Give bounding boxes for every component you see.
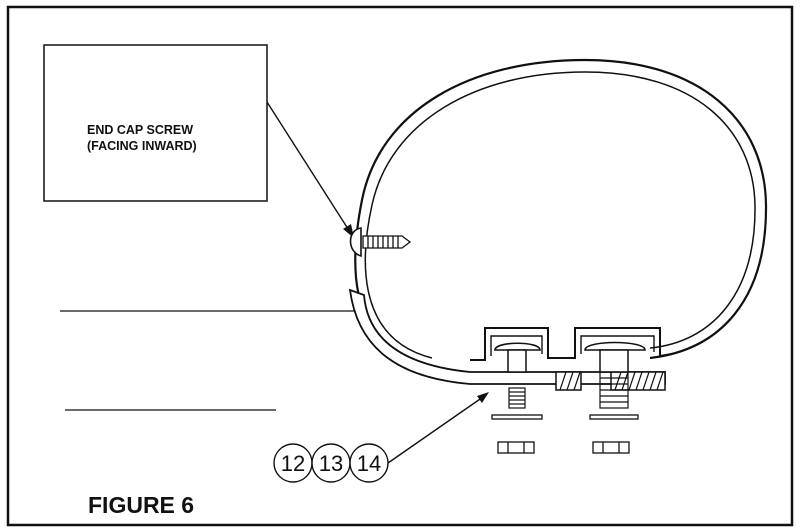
part-number-13: 13 <box>319 451 343 476</box>
screw-leader-line <box>266 101 351 233</box>
part-number-14: 14 <box>357 451 381 476</box>
diagram-border <box>6 5 794 527</box>
screw-head <box>349 227 362 258</box>
screw-thread <box>362 235 412 249</box>
hatched-bar-right <box>610 371 666 391</box>
hatching <box>559 371 664 391</box>
part-number-12: 12 <box>281 451 305 476</box>
callout-line-2: (FACING INWARD) <box>87 139 197 153</box>
channel-right <box>562 327 673 359</box>
channel-left <box>470 327 562 361</box>
callout-box <box>43 44 268 202</box>
callout-line-1: END CAP SCREW <box>87 123 194 137</box>
washer-left <box>491 414 543 420</box>
washer-right <box>589 414 639 420</box>
figure-label: FIGURE 6 <box>88 492 195 518</box>
callout-label: END CAP SCREW (FACING INWARD) <box>45 122 267 154</box>
t-bolt-right-thread <box>599 371 629 409</box>
nut-left <box>497 441 535 454</box>
t-bolt-right-shank <box>599 349 629 373</box>
part-number-callout: 12 13 14 <box>273 443 389 483</box>
part-leader-arrowhead <box>477 392 489 403</box>
end-cap-inner-wall <box>364 71 756 359</box>
t-bolt-left-thread <box>508 387 526 409</box>
t-bolt-left-head <box>494 342 541 351</box>
part-leader-line <box>387 396 484 464</box>
nut-right <box>592 441 630 454</box>
channel-left-inner <box>490 335 543 356</box>
t-bolt-right-head <box>584 341 646 351</box>
hatched-bar-left <box>555 371 582 391</box>
channel-right-inner <box>580 335 655 354</box>
t-bolt-left-shank <box>507 349 527 373</box>
